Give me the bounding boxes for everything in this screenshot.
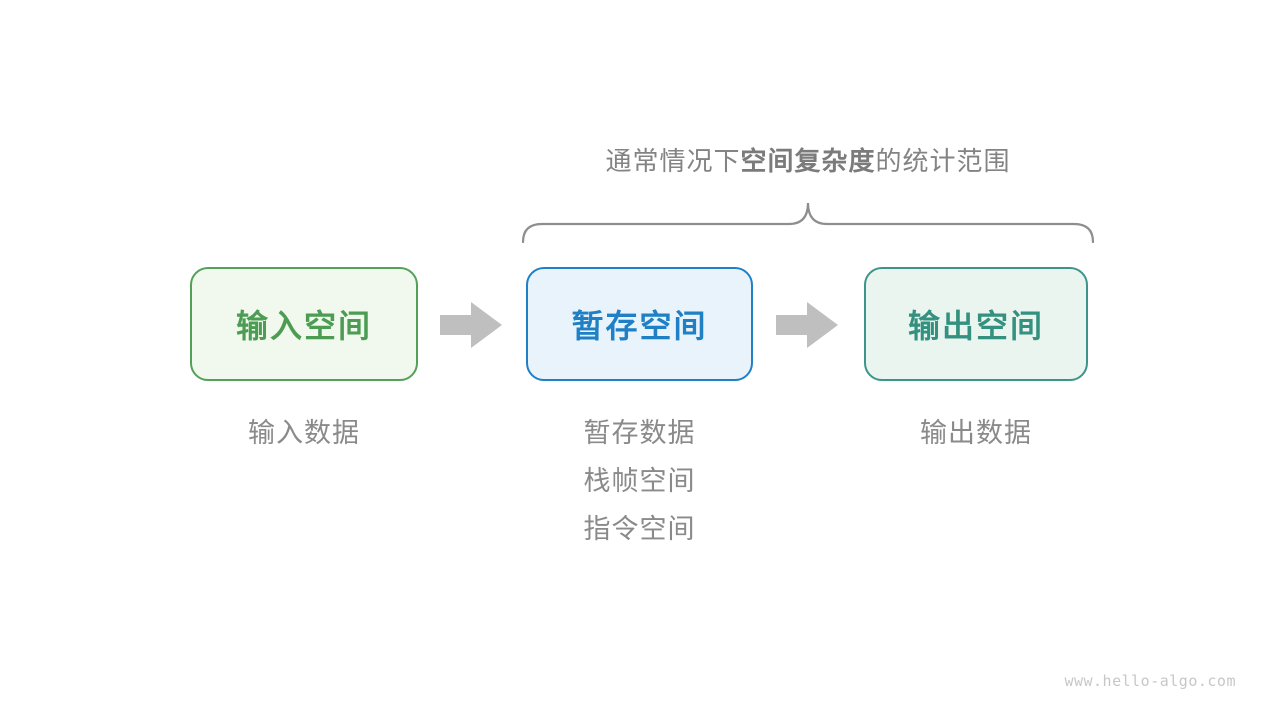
box-input-space: 输入空间 <box>190 267 418 381</box>
title-bold-term: 空间复杂度 <box>740 146 876 176</box>
right-arrow-icon <box>440 302 502 348</box>
site-watermark: www.hello-algo.com <box>1064 672 1236 690</box>
right-arrow-icon <box>776 302 838 348</box>
box-output-space: 输出空间 <box>864 267 1088 381</box>
box-output-space-label: 输出空间 <box>907 308 1044 344</box>
caption-line: 栈帧空间 <box>583 466 696 496</box>
curly-brace-up-icon <box>521 202 1095 244</box>
box-temporary-space: 暂存空间 <box>526 267 753 381</box>
caption-line: 输入数据 <box>248 418 360 448</box>
caption-output-space: 输出数据 <box>864 409 1088 457</box>
caption-temporary-space: 暂存数据 栈帧空间 指令空间 <box>526 409 753 553</box>
caption-input-space: 输入数据 <box>190 409 418 457</box>
title-prefix: 通常情况下 <box>605 146 741 176</box>
title-suffix: 的统计范围 <box>875 146 1011 176</box>
caption-line: 暂存数据 <box>583 418 696 448</box>
box-temporary-space-label: 暂存空间 <box>571 308 708 344</box>
box-input-space-label: 输入空间 <box>235 308 372 344</box>
caption-line: 指令空间 <box>583 514 696 544</box>
diagram-title: 通常情况下空间复杂度的统计范围 <box>523 143 1093 179</box>
caption-line: 输出数据 <box>920 418 1032 448</box>
